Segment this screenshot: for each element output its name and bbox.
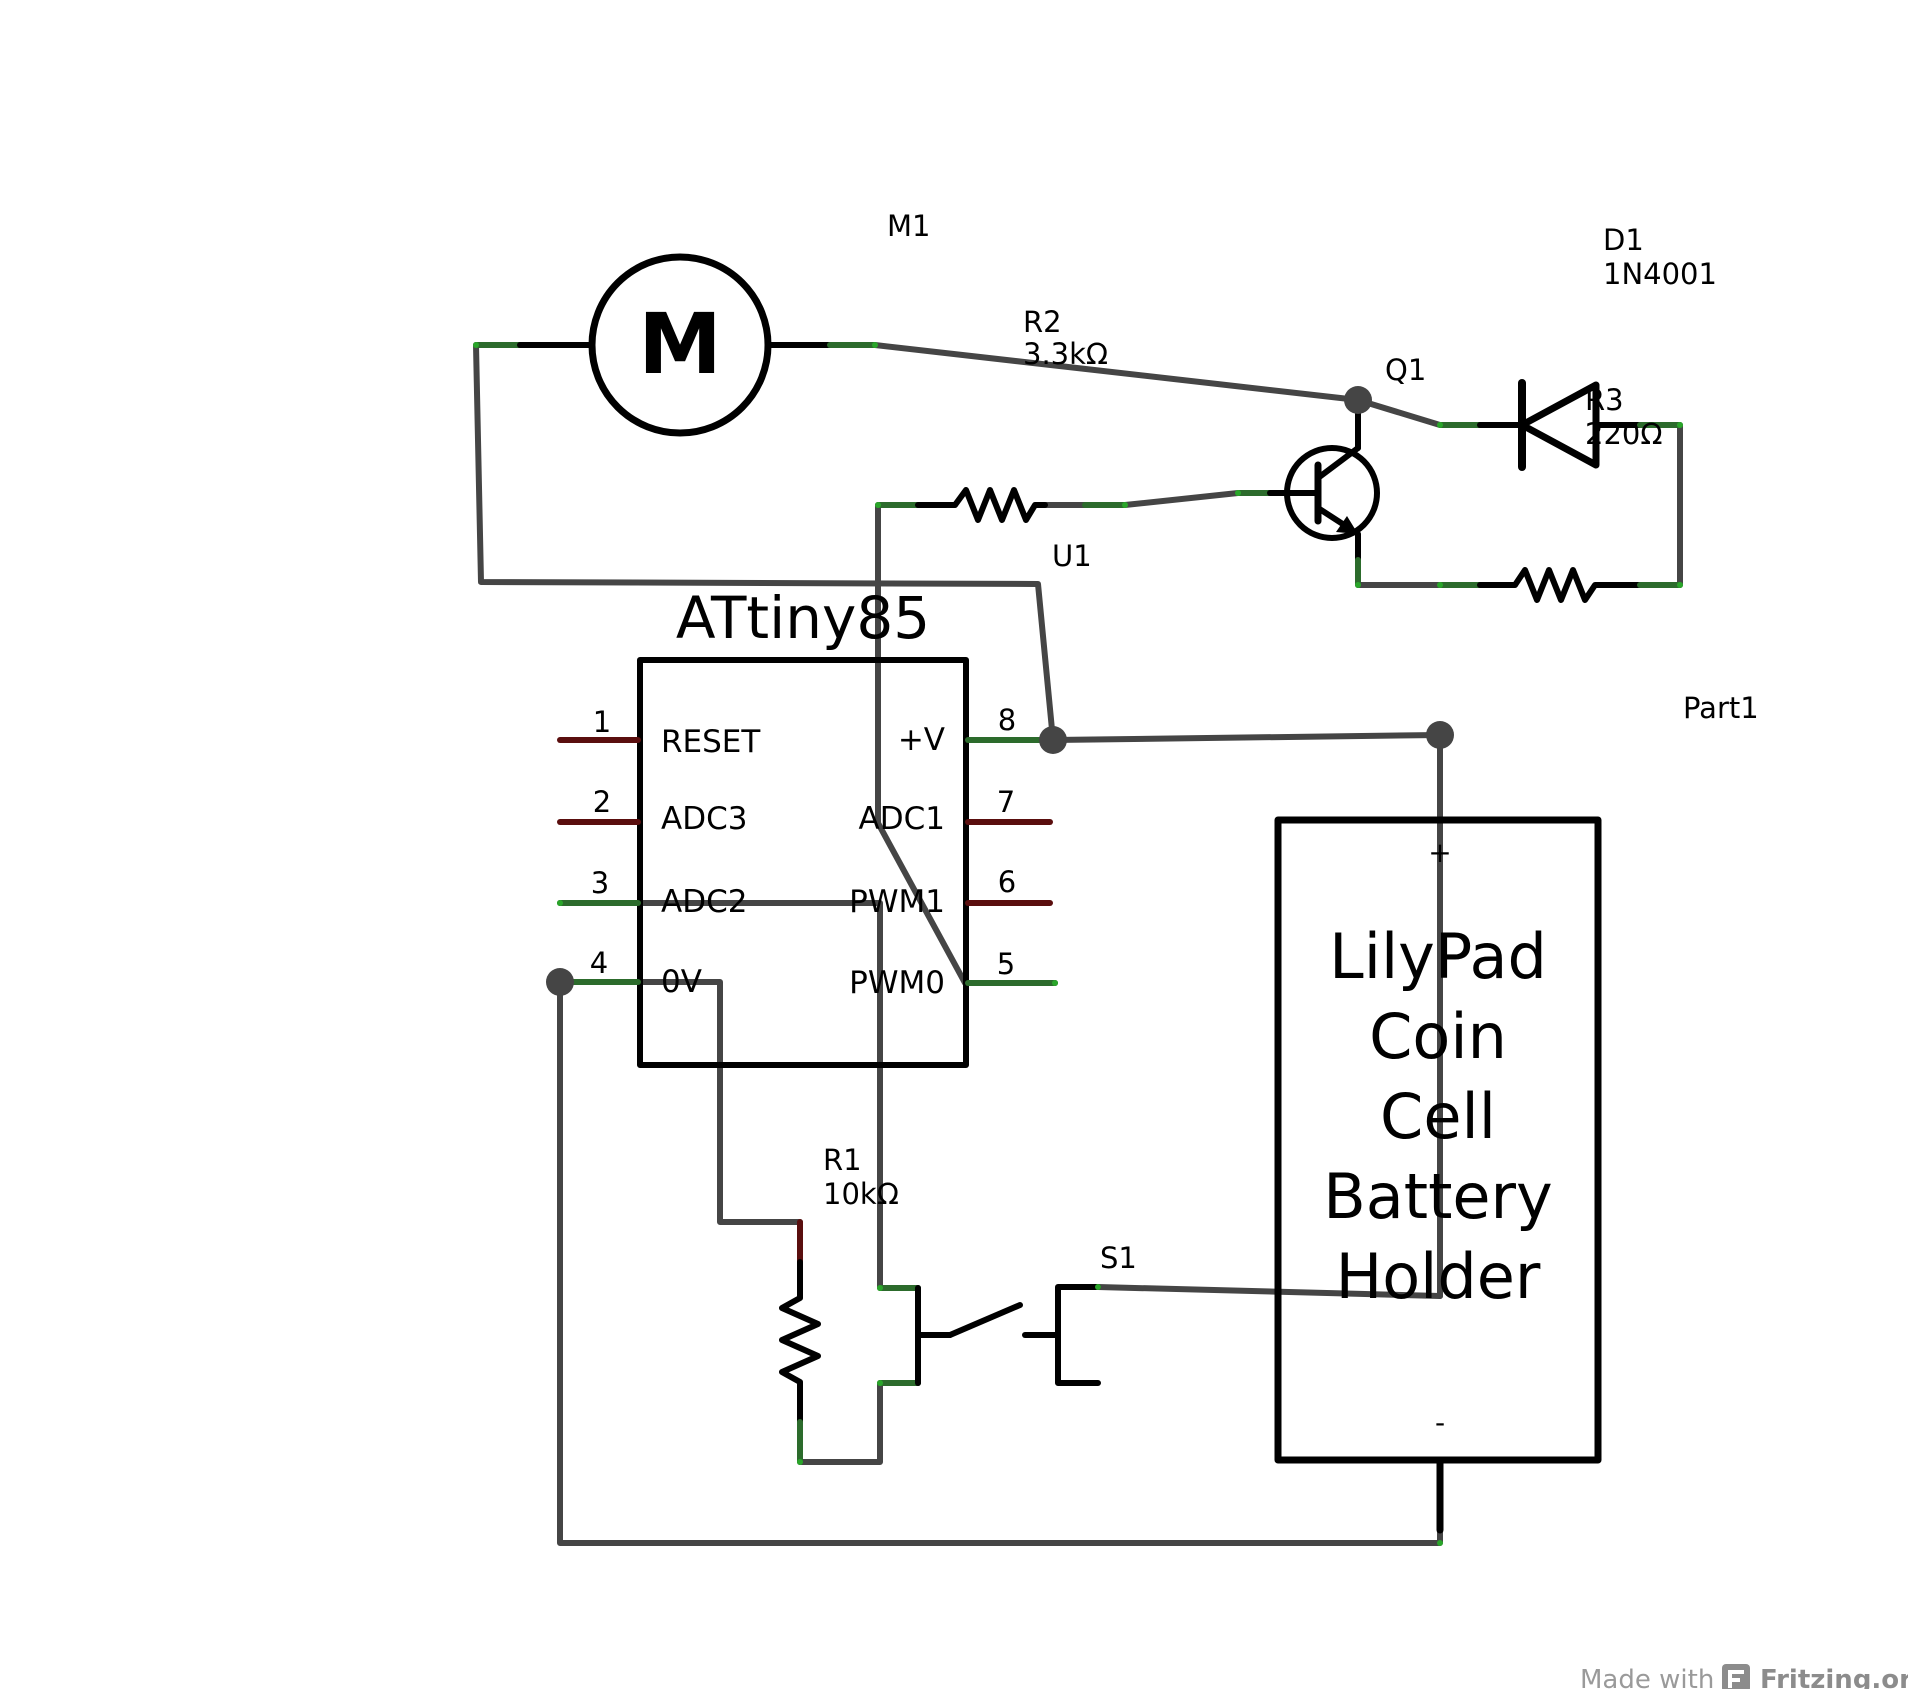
ic-title: ATtiny85	[676, 584, 930, 652]
battery-line-3: Cell	[1380, 1080, 1496, 1153]
wire-0v-to-pot[interactable]	[557, 979, 803, 1225]
r3-ref-label: R3	[1585, 383, 1624, 417]
pin-3-number: 3	[591, 866, 609, 900]
pin-6-name: PWM1	[849, 884, 945, 920]
pin-2-number: 2	[593, 785, 611, 819]
resistor-r3[interactable]: R3 220Ω	[1437, 383, 1683, 603]
u1-ref-label: U1	[1052, 539, 1092, 573]
junctions	[546, 386, 1454, 996]
fritzing-watermark[interactable]: Made with Fritzing.org	[1580, 1664, 1908, 1689]
pin-4-name: 0V	[661, 964, 702, 1000]
wire-end-markers	[473, 342, 1683, 1546]
junction-q1-collector	[1344, 386, 1372, 414]
watermark-brand: Fritzing.org	[1760, 1665, 1908, 1689]
battery-line-1: LilyPad	[1329, 920, 1547, 993]
pin-2-name: ADC3	[661, 801, 747, 837]
transistor-q1[interactable]: Q1	[1235, 353, 1426, 588]
pin-5-number: 5	[997, 947, 1015, 981]
junction-vplus	[1039, 726, 1067, 754]
fritzing-logo-mark	[1728, 1670, 1744, 1688]
fritzing-logo-icon	[1722, 1664, 1750, 1689]
pin-3-name: ADC2	[661, 884, 747, 920]
emitter-arrow-icon	[1336, 516, 1358, 534]
wire-q1-emitter-to-r3[interactable]	[1355, 532, 1518, 588]
s1-ref-label: S1	[1100, 1241, 1137, 1275]
pin-1-number: 1	[593, 705, 611, 739]
motor-symbol-letter: M	[638, 295, 722, 393]
battery-plus-label: +	[1428, 836, 1451, 869]
wire-motor-right-to-q1[interactable]	[872, 342, 1361, 403]
resistor-r2[interactable]: R2 3.3kΩ	[875, 305, 1128, 523]
motor-m1[interactable]: M M1	[473, 209, 930, 437]
ic-u1-attiny85[interactable]: U1 ATtiny85 1 2 3 4 RESET ADC3 ADC2 0V 8…	[557, 539, 1092, 1068]
pin-8-number: 8	[998, 703, 1016, 737]
r2-ref-label: R2	[1023, 305, 1062, 339]
junction-battery-plus	[1426, 721, 1454, 749]
pin-6-number: 6	[998, 865, 1016, 899]
pin-4-number: 4	[590, 946, 608, 980]
battery-line-4: Battery	[1323, 1160, 1552, 1233]
pin-5-name: PWM0	[849, 965, 945, 1001]
r1-value-label: 10kΩ	[823, 1177, 899, 1211]
wire-pot-bottom-to-switch[interactable]	[797, 1380, 921, 1465]
switch-s1[interactable]: S1	[877, 1241, 1137, 1386]
wire-q1-to-diode[interactable]	[1355, 397, 1443, 428]
wire-adc2-to-switch[interactable]	[557, 900, 921, 1291]
wire-vplus-to-battery-plus[interactable]	[1050, 732, 1443, 743]
motor-symbol-circle	[588, 253, 772, 437]
d1-ref-label: D1	[1603, 223, 1644, 257]
d1-value-label: 1N4001	[1603, 257, 1717, 291]
battery-holder-part1[interactable]: Part1 + - LilyPad Coin Cell Battery Hold…	[1274, 691, 1759, 1534]
q1-ref-label: Q1	[1385, 353, 1426, 387]
pin-7-number: 7	[997, 785, 1015, 819]
wire-motor-left-loop[interactable]	[473, 342, 1056, 743]
watermark-made-with: Made with	[1580, 1665, 1714, 1689]
wire-r2-to-q1-base[interactable]	[1042, 490, 1241, 508]
diode-d1[interactable]: D1 1N4001	[1437, 223, 1717, 471]
m1-ref-label: M1	[887, 209, 930, 243]
wire-switch-to-battery[interactable]	[1095, 1284, 1443, 1299]
r2-value-label: 3.3kΩ	[1023, 337, 1108, 371]
resistor-r1[interactable]: R1 10kΩ	[779, 1143, 899, 1465]
pin-7-name: ADC1	[859, 801, 945, 837]
battery-line-5: Holder	[1336, 1240, 1541, 1313]
pin-1-name: RESET	[661, 724, 761, 760]
ic-body	[637, 657, 969, 1068]
battery-line-2: Coin	[1369, 1000, 1507, 1073]
battery-minus-label: -	[1435, 1406, 1445, 1439]
r1-ref-label: R1	[823, 1143, 862, 1177]
r3-value-label: 220Ω	[1585, 417, 1663, 451]
pin-8-name: +V	[898, 722, 945, 758]
junction-ground	[546, 968, 574, 996]
part1-ref-label: Part1	[1683, 691, 1759, 725]
